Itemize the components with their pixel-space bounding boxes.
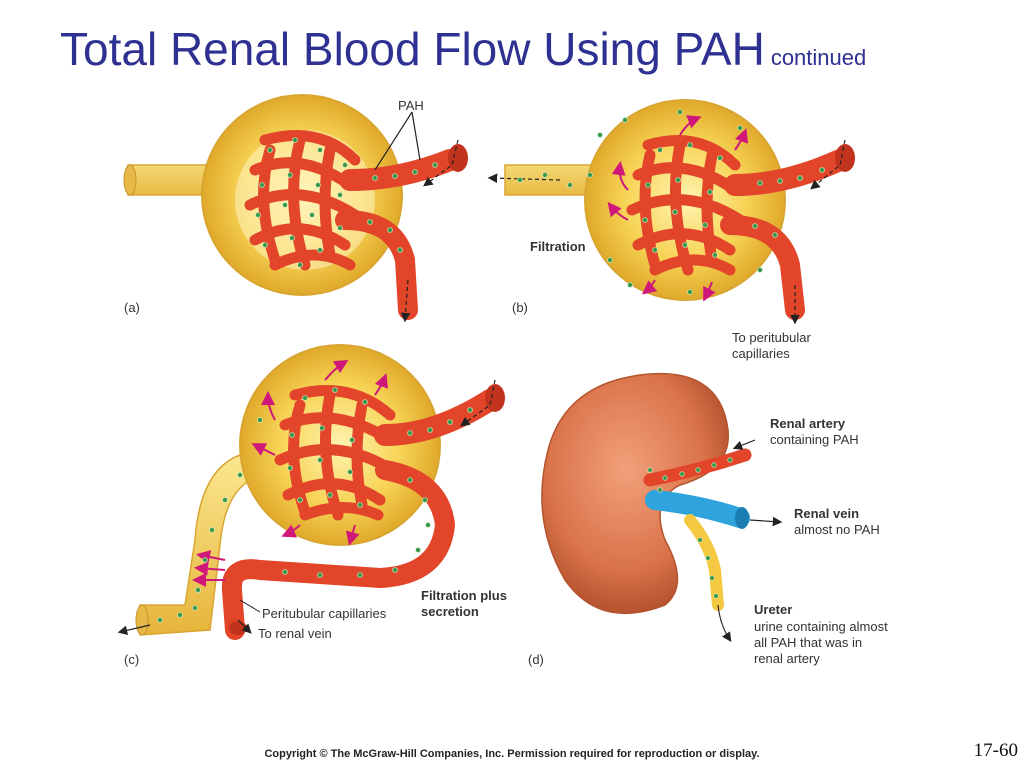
panel-c-nephron [117, 344, 505, 640]
filtration-label: Filtration [530, 239, 586, 254]
kidney-shape [541, 373, 729, 615]
renal-vein-title: Renal vein [794, 506, 860, 521]
renal-artery-title: Renal artery [770, 416, 846, 431]
title-main: Total Renal Blood Flow Using PAH [60, 23, 765, 75]
afferent-arteriole-c [374, 389, 501, 446]
ureter-desc-line1: urine containing almost [754, 619, 888, 634]
ureter-desc-line3: renal artery [754, 651, 820, 666]
secretion-label: secretion [421, 604, 479, 619]
afferent-arteriole-b [724, 149, 851, 196]
panel-c-letter: (c) [124, 652, 140, 667]
panel-b-letter: (b) [512, 300, 528, 315]
peritubular-capillary-c [221, 460, 456, 640]
ureter-title: Ureter [754, 602, 793, 617]
renal-vein-vessel [645, 490, 750, 528]
ureter-tube [684, 514, 724, 611]
glomerulus-c [274, 385, 398, 521]
efferent-arteriole-b [720, 215, 805, 320]
renal-vein-desc: almost no PAH [794, 522, 880, 537]
panel-d-kidney [541, 373, 783, 642]
panel-b-nephron [487, 99, 855, 325]
slide-number: 17-60 [973, 740, 1018, 761]
peritubular-capillaries-label: Peritubular capillaries [262, 606, 387, 621]
efferent-arteriole-a [335, 210, 418, 320]
filtration-plus-label: Filtration plus [421, 588, 507, 603]
to-peritubular-label-line1: To peritubular [732, 330, 811, 345]
to-peritubular-label-line2: capillaries [732, 346, 790, 361]
afferent-arteriole-a [339, 149, 461, 191]
panel-a-letter: (a) [124, 300, 140, 315]
title-suffix: continued [770, 45, 867, 70]
panel-a-nephron [123, 94, 468, 323]
copyright-notice: Copyright © The McGraw-Hill Companies, I… [264, 748, 760, 760]
renal-artery-desc: containing PAH [770, 432, 859, 447]
to-renal-vein-label: To renal vein [258, 626, 332, 641]
panel-d-letter: (d) [528, 652, 544, 667]
ureter-desc-line2: all PAH that was in [754, 635, 863, 650]
pah-label: PAH [398, 98, 424, 113]
glomerulus-b [626, 135, 746, 276]
